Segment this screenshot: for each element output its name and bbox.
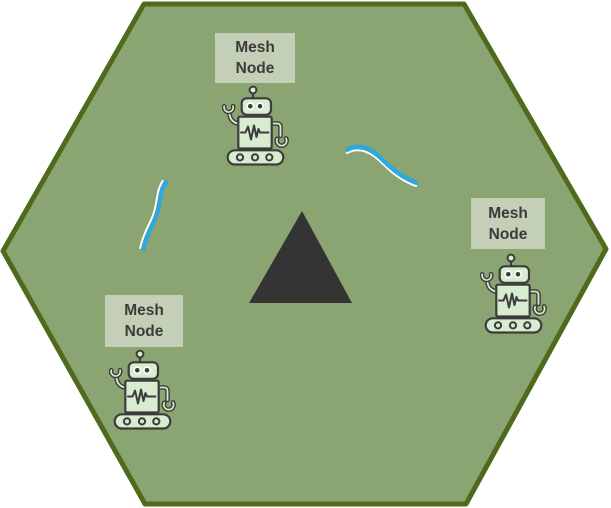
- mesh-node-label-bottom-left: Mesh Node: [105, 295, 183, 347]
- signal-wave-icon-upper-right: [345, 144, 419, 187]
- triangle-marker: [249, 211, 352, 303]
- signal-wave-icon-left: [139, 179, 169, 252]
- mesh-node-label-right: Mesh Node: [471, 198, 545, 249]
- mesh-node-label-top: Mesh Node: [215, 33, 295, 83]
